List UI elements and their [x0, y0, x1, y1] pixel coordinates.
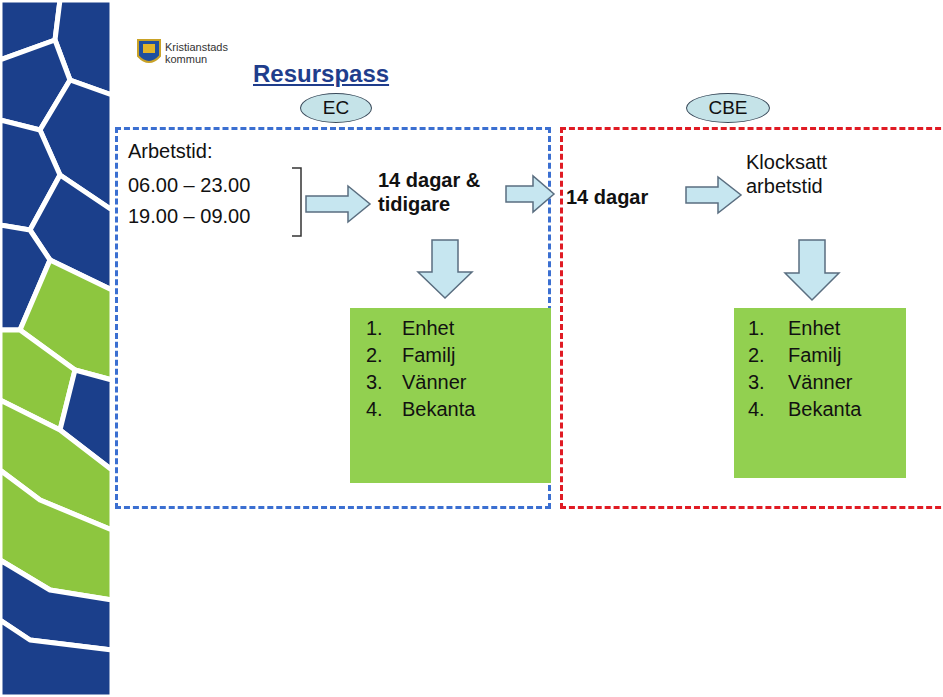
green-list-box: 1. Enhet 2. Familj 3. Vänner 4. Bekanta — [350, 308, 551, 483]
list-number: 2. — [748, 343, 765, 367]
right-arrow — [506, 176, 554, 212]
crest — [138, 40, 160, 62]
list-number: 4. — [748, 397, 765, 421]
list-item: Vänner — [788, 370, 853, 394]
right-arrow — [306, 186, 370, 222]
list-item: Familj — [402, 343, 455, 367]
list-number: 3. — [366, 370, 383, 394]
list-number: 4. — [366, 397, 383, 421]
down-arrow — [785, 240, 839, 300]
period-text: 14 dagar — [566, 185, 686, 209]
list-number: 1. — [366, 316, 383, 340]
list-item: Familj — [788, 343, 841, 367]
ec-ellipse: EC — [300, 93, 372, 123]
down-arrow — [418, 240, 472, 298]
ellipse-label: CBE — [708, 97, 747, 119]
list-number: 2. — [366, 343, 383, 367]
mosaic — [0, 0, 112, 697]
list-item: Vänner — [402, 370, 467, 394]
time-text: 19.00 – 09.00 — [128, 204, 298, 228]
list-number: 3. — [748, 370, 765, 394]
period-text: 14 dagar & tidigare — [378, 168, 513, 216]
logo-text: Kristianstads kommun — [165, 42, 245, 65]
right-arrow — [686, 177, 741, 213]
list-number: 1. — [748, 316, 765, 340]
list-item: Bekanta — [402, 397, 475, 421]
bracket — [292, 168, 301, 236]
time-text: 06.00 – 23.00 — [128, 173, 298, 197]
list-item: Bekanta — [788, 397, 861, 421]
list-item: Enhet — [788, 316, 840, 340]
ellipse-label: EC — [323, 97, 349, 119]
cbe-region: 1. Enhet 2. Familj 3. Vänner 4. Bekanta 14 dagar… — [560, 127, 943, 509]
list-item: Enhet — [402, 316, 454, 340]
time-text: Arbetstid: — [128, 139, 298, 163]
band-ground — [0, 0, 112, 697]
title: Resurspass — [253, 60, 389, 89]
ec-region: 1. Enhet 2. Familj 3. Vänner 4. Bekanta Arbetsti… — [115, 127, 551, 509]
cbe-ellipse: CBE — [686, 93, 770, 123]
time-text: Klocksatt arbetstid — [746, 150, 861, 198]
green-list-box: 1. Enhet 2. Familj 3. Vänner 4. Bekanta — [734, 308, 906, 478]
